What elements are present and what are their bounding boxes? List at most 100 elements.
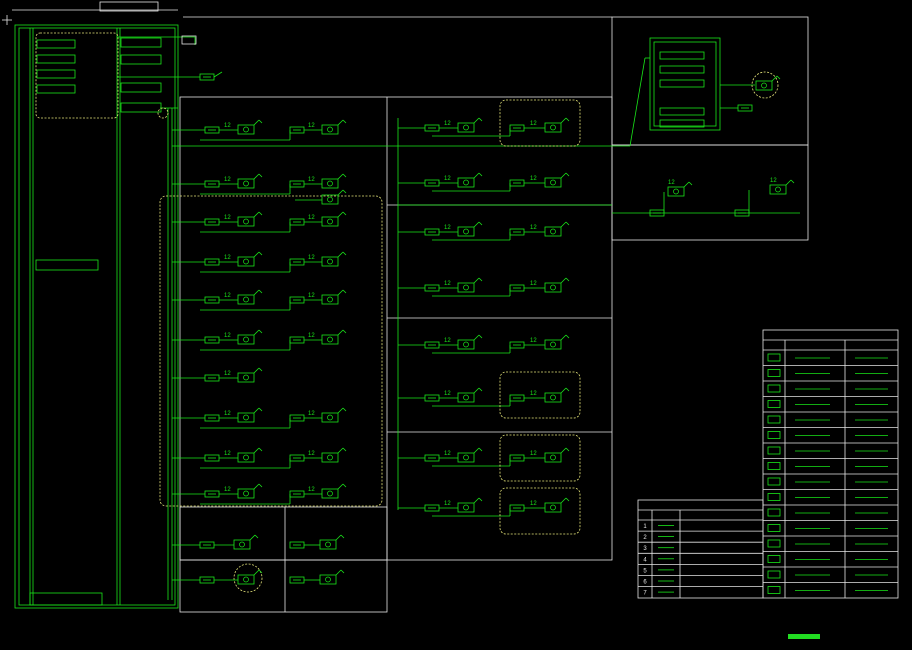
middle-row-3-camera-b-bracket — [560, 221, 567, 228]
left-row-6-camera-b-bracket — [342, 329, 347, 334]
legend-right-icon-3 — [767, 384, 781, 393]
left-row-8-camera-b-lens — [327, 414, 333, 421]
left-extra-camera-lens — [327, 196, 333, 203]
legend-left-row-number-4: 4 — [643, 557, 647, 563]
middle-dashed-group-4 — [499, 487, 581, 535]
legend-right-icon-12 — [767, 524, 781, 532]
left-row-10-camera-b-bracket — [342, 483, 347, 488]
middle-row-6-camera-b-bracket — [565, 387, 570, 392]
middle-row-3-camera-a-lens — [463, 228, 469, 235]
left-row-3-camera-b-lens — [327, 218, 333, 225]
legend-right-icon-15 — [767, 570, 781, 579]
dome-camera-dashed — [751, 71, 779, 99]
left-row-2-camera-b-bracket — [342, 173, 347, 178]
left-row-5-camera-b-bracket — [337, 289, 344, 296]
middle-row-3-camera-b-lens — [550, 228, 556, 235]
middle-row-7-camera-b-bracket — [560, 447, 567, 454]
trunk-junction-dashed — [157, 107, 169, 119]
middle-row-8-cable-label-a: 12 — [444, 501, 451, 507]
left-row-9-camera-a — [237, 452, 255, 463]
right-panel-device — [737, 104, 753, 112]
middle-row-7-camera-a-bracket — [473, 447, 480, 454]
left-row-5-camera-b-lens — [327, 296, 333, 303]
left-row-8-camera-b-bracket — [342, 407, 347, 412]
left-row-3-camera-a-lens — [243, 218, 249, 225]
legend-left-row-number-1: 1 — [643, 524, 647, 530]
bottom-row-1-camera-b-lens — [325, 541, 331, 548]
legend-right-icon-2 — [767, 369, 781, 377]
left-row-6-cable-label-b: 12 — [308, 333, 315, 339]
left-row-2-camera-a-bracket — [253, 173, 260, 180]
right-mid-camera-a-bracket — [683, 181, 690, 188]
left-row-4-camera-a-bracket — [258, 251, 263, 256]
left-row-6-camera-b-lens — [327, 336, 333, 343]
middle-row-3-cable-label-b: 12 — [530, 225, 537, 231]
middle-row-5-camera-a-bracket — [478, 334, 483, 339]
right-mid-camera-b-bracket — [790, 179, 795, 184]
right-mid-cable-label-b: 12 — [770, 178, 777, 184]
left-row-9-camera-a-lens — [243, 454, 249, 461]
title-tag-box — [99, 1, 159, 12]
left-row-6-camera-b — [321, 334, 339, 345]
rack-module-3 — [36, 69, 76, 79]
bottom-row-1-camera-a-lens — [239, 541, 245, 548]
legend-left-row-number-2: 2 — [643, 535, 647, 541]
middle-row-8-cable-label-b: 12 — [530, 501, 537, 507]
left-row-4-camera-b-bracket — [337, 251, 344, 258]
right-panel-module-1 — [659, 51, 705, 60]
right-dome-camera-bracket — [776, 75, 781, 80]
middle-row-2-camera-a-lens — [463, 179, 469, 186]
middle-row-4-cable-label-a: 12 — [444, 281, 451, 287]
legend-right-table — [762, 329, 899, 599]
middle-row-1-camera-a-bracket — [478, 117, 483, 122]
middle-row-8-camera-a-bracket — [478, 497, 483, 502]
left-extra-camera — [321, 194, 339, 205]
rack-unit-4 — [120, 102, 162, 113]
legend-left-table — [637, 499, 764, 599]
middle-dashed-group-3 — [499, 434, 581, 482]
left-row-9-camera-a-bracket — [253, 447, 260, 454]
left-row-5-cable-label-b: 12 — [308, 293, 315, 299]
rack-unit-3 — [120, 82, 162, 93]
middle-row-5-camera-a-lens — [463, 341, 469, 348]
bottom-row-1-camera-b-bracket — [340, 534, 345, 539]
middle-row-1-camera-a-bracket — [473, 117, 480, 124]
bottom-dome-dashed — [233, 563, 263, 593]
middle-row-4-camera-b-lens — [550, 284, 556, 291]
middle-row-8-camera-a-lens — [463, 504, 469, 511]
right-panel-module-3 — [659, 79, 705, 88]
middle-row-2-camera-b-bracket — [560, 172, 567, 179]
left-row-5-camera-a-bracket — [253, 289, 260, 296]
middle-row-6-camera-a-bracket — [473, 387, 480, 394]
left-row-5-camera-b-bracket — [342, 289, 347, 294]
left-row-6-cable-label-a: 12 — [224, 333, 231, 339]
right-mid-camera-b — [769, 184, 787, 195]
middle-row-5-cable-label-b: 12 — [530, 338, 537, 344]
middle-row-2-camera-a — [457, 177, 475, 188]
right-mid-camera-b-lens — [775, 186, 781, 193]
middle-row-8-camera-b — [544, 502, 562, 513]
middle-row-1-camera-a — [457, 122, 475, 133]
left-row-4-camera-b-lens — [327, 258, 333, 265]
left-row-6-camera-a-lens — [243, 336, 249, 343]
right-mid-camera-a-bracket — [688, 181, 693, 186]
middle-row-7-camera-a — [457, 452, 475, 463]
right-dome-camera-bracket — [771, 75, 778, 82]
left-row-2-camera-a-bracket — [258, 173, 263, 178]
left-row-10-camera-b-lens — [327, 490, 333, 497]
left-row-10-camera-a-lens — [243, 490, 249, 497]
middle-row-8-camera-b-bracket — [560, 497, 567, 504]
legend-right-icon-8 — [767, 462, 781, 470]
left-row-3-cable-label-b: 12 — [308, 215, 315, 221]
left-row-1-camera-b-bracket — [342, 119, 347, 124]
left-row-8-cable-label-b: 12 — [308, 411, 315, 417]
left-row-7-camera-a — [237, 372, 255, 383]
rack-inner-frame — [18, 27, 176, 606]
left-row-6-camera-b-bracket — [337, 329, 344, 336]
left-row-8-camera-a-bracket — [258, 407, 263, 412]
middle-row-6-camera-b-lens — [550, 394, 556, 401]
middle-row-8-camera-b-lens — [550, 504, 556, 511]
left-row-1-cable-label-a: 12 — [224, 123, 231, 129]
right-panel-module-5 — [659, 119, 705, 128]
middle-dashed-group-2 — [499, 371, 581, 419]
